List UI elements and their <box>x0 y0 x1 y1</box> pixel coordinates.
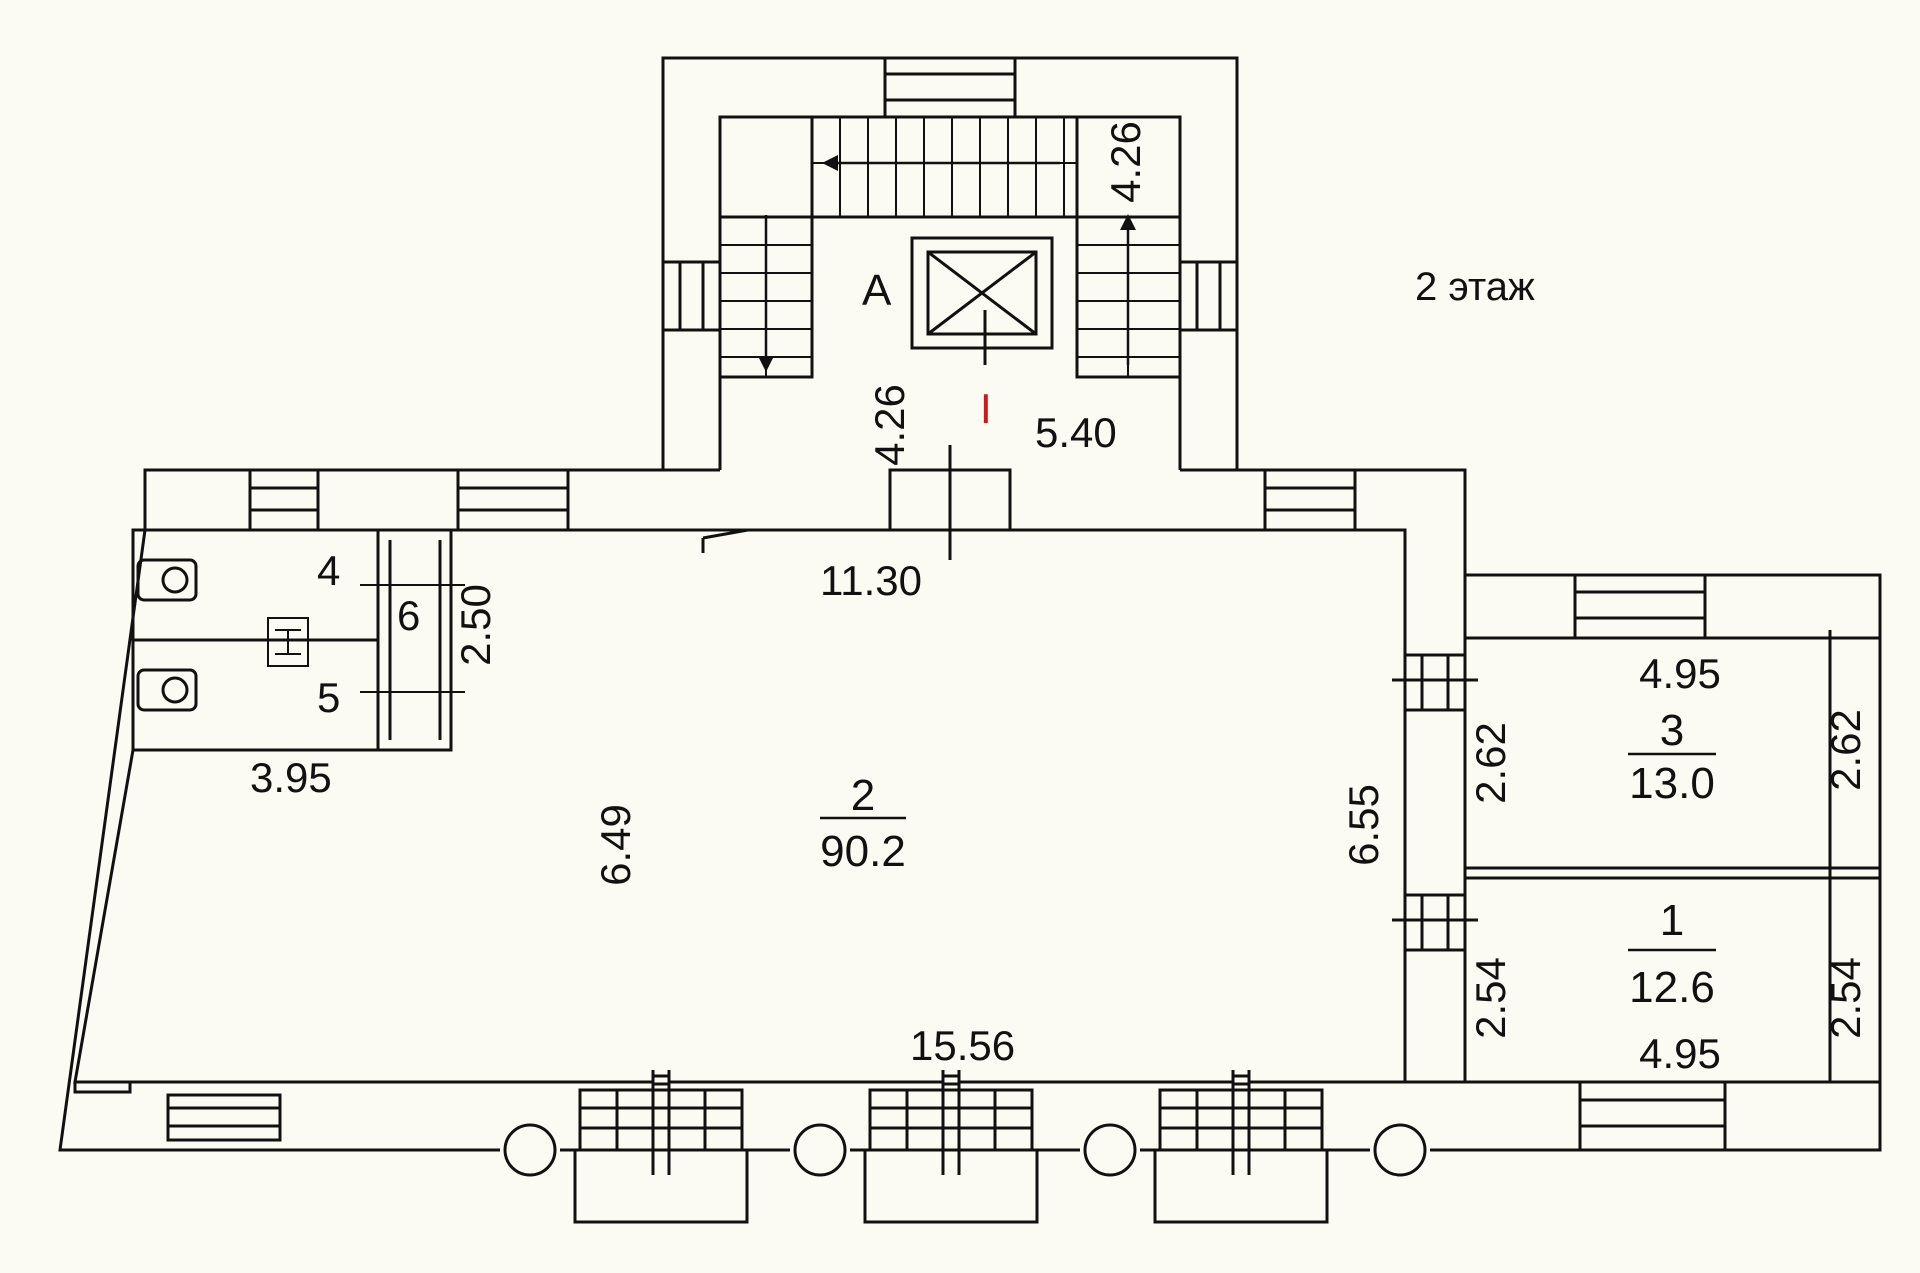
room1-bottom-window <box>1578 1080 1727 1152</box>
room3-top-window <box>1573 573 1707 640</box>
dim-room3-right: 2.62 <box>1822 709 1869 791</box>
dim-hall-right: 6.55 <box>1340 784 1387 866</box>
toilet-icon <box>136 558 198 602</box>
dim-room1-right: 2.54 <box>1822 957 1869 1039</box>
room-partitions <box>1392 636 1880 952</box>
room2-number: 2 <box>851 771 875 820</box>
fraction-lines <box>820 752 1716 952</box>
dim-room3-left: 2.62 <box>1467 722 1514 804</box>
dim-room3-width: 4.95 <box>1639 650 1721 697</box>
column <box>503 1123 557 1177</box>
stair-top-window <box>883 56 1017 119</box>
stair-left-window <box>661 260 722 332</box>
dim-hall-top: 11.30 <box>820 557 922 604</box>
stair-arrows <box>764 161 1130 365</box>
elevator-shaft <box>910 236 1054 350</box>
hall-top-windows <box>248 468 1357 532</box>
section-mark: I <box>980 385 992 432</box>
balcony-window <box>1153 1070 1329 1224</box>
stair-dim-width: 5.40 <box>1035 409 1117 456</box>
stair-dim-bottom: 4.26 <box>866 384 913 466</box>
stair-hall-entrance <box>701 445 1012 560</box>
column <box>1373 1123 1427 1177</box>
balcony-window <box>863 1070 1039 1224</box>
stair-label: А <box>862 266 892 315</box>
room6-number: 6 <box>397 592 420 639</box>
bottom-left-window <box>73 1080 282 1142</box>
room3-area: 13.0 <box>1629 759 1715 808</box>
dim-room1-width: 4.95 <box>1639 1030 1721 1077</box>
room1-area: 12.6 <box>1629 963 1715 1012</box>
stair-tower-walls <box>661 56 1239 472</box>
labels: 2 этаж А 4.26 4.26 5.40 I 11.30 15.56 6.… <box>250 121 1869 1077</box>
stair-flight-top <box>810 115 1079 219</box>
column <box>1083 1123 1137 1177</box>
dim-hall-bottom: 15.56 <box>910 1022 1015 1069</box>
wc-block <box>131 528 465 752</box>
room1-number: 1 <box>1660 896 1684 945</box>
dim-wc-height: 2.50 <box>452 584 499 666</box>
balcony-window <box>573 1070 749 1224</box>
room4-number: 4 <box>317 547 340 594</box>
stair-right-window <box>1178 260 1239 332</box>
column <box>793 1123 847 1177</box>
room2-area: 90.2 <box>820 827 906 876</box>
toilet-icon <box>136 668 198 712</box>
dim-hall-left: 6.49 <box>592 804 639 886</box>
floor-label: 2 этаж <box>1415 265 1535 309</box>
dim-wc-width: 3.95 <box>250 754 332 801</box>
dim-room1-left: 2.54 <box>1467 957 1514 1039</box>
room5-number: 5 <box>317 674 340 721</box>
room3-number: 3 <box>1660 706 1684 755</box>
stair-dim-top: 4.26 <box>1102 121 1149 203</box>
